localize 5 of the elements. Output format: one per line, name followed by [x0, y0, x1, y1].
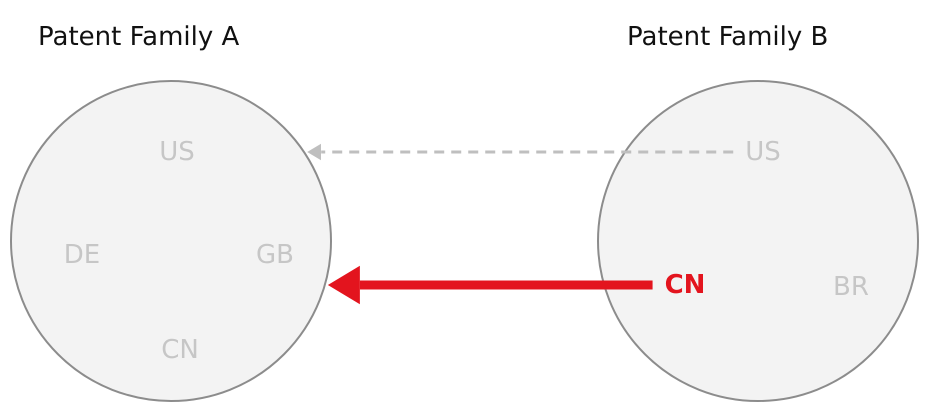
country-code: CN — [664, 270, 706, 300]
arrow — [328, 266, 653, 304]
family-title: Patent Family B — [627, 22, 828, 52]
family-title: Patent Family A — [38, 22, 240, 52]
arrow — [307, 144, 734, 160]
